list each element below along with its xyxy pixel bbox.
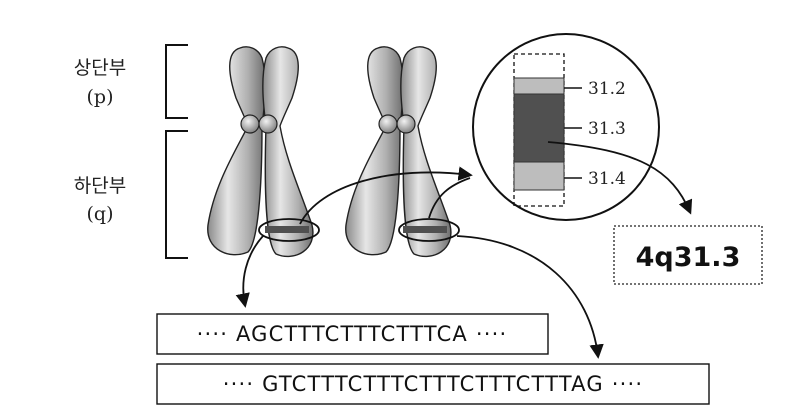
sequence-frame-2 <box>156 363 710 405</box>
locus-box <box>613 225 763 285</box>
band-highlight-left <box>258 218 320 242</box>
lower-arm-symbol: (q) <box>87 203 114 225</box>
upper-arm-label: 상단부 <box>74 57 126 79</box>
sequence-text-1: ···· AGCTTTCTTTCTTTCA ···· <box>197 322 508 346</box>
sequence-frame-1 <box>156 313 549 355</box>
centromere-right-a <box>378 114 398 134</box>
lower-arm-bracket <box>165 130 188 259</box>
band-31-2 <box>513 77 565 95</box>
band-label-31-4: 31.4 <box>588 169 626 189</box>
magnified-band-view: 31.2 31.3 31.4 <box>472 33 660 221</box>
band-31-3 <box>513 93 565 163</box>
locus-text: 4q31.3 <box>636 242 741 273</box>
centromere-left-a <box>240 114 260 134</box>
magnifier-circle <box>472 33 660 221</box>
arrow-right-band-to-magnifier <box>428 177 471 219</box>
upper-arm-symbol: (p) <box>87 86 114 108</box>
arrow-left-band-to-sequence <box>235 235 264 308</box>
marked-band-left <box>265 226 309 233</box>
sequence-box-1: ···· AGCTTTCTTTCTTTCA ···· <box>156 313 549 355</box>
sequence-text-2: ···· GTCTTTCTTTCTTTCTTTCTTTAG ···· <box>223 372 643 396</box>
upper-arm-bracket <box>165 44 188 119</box>
centromere-left-b <box>258 114 278 134</box>
band-label-31-2: 31.2 <box>588 79 626 99</box>
lower-arm-label: 하단부 <box>74 175 126 197</box>
arrow-band-to-magnifier <box>299 166 473 225</box>
chromosome-left <box>207 46 320 258</box>
arrow-right-band-to-sequence <box>456 235 604 359</box>
lower-arm-label-group: 하단부 (q) <box>74 130 188 259</box>
arrow-band-to-locus <box>547 141 693 215</box>
chromosome-right <box>345 46 460 258</box>
locus-result: 4q31.3 <box>613 225 763 285</box>
band-highlight-right <box>398 218 460 242</box>
centromere-right-b <box>396 114 416 134</box>
upper-arm-label-group: 상단부 (p) <box>74 44 188 119</box>
band-31-4 <box>513 161 565 191</box>
sequence-box-2: ···· GTCTTTCTTTCTTTCTTTCTTTAG ···· <box>156 363 710 405</box>
band-label-31-3: 31.3 <box>588 119 626 139</box>
marked-band-right <box>403 226 447 233</box>
